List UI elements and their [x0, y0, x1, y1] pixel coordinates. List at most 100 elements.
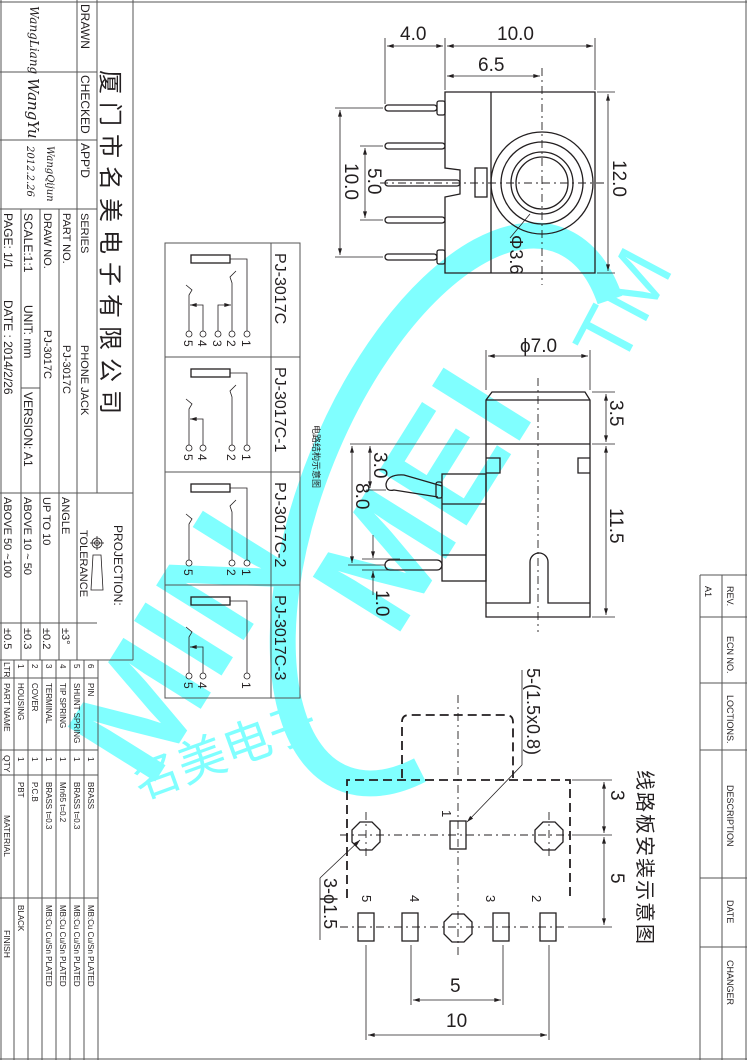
- approved-signature: WangQijun: [44, 146, 55, 202]
- pin-terminal: [185, 559, 193, 567]
- parts-cell-ltr: 2: [30, 664, 39, 669]
- series-value: PHONE JACK: [78, 345, 90, 416]
- dim-bore: Φ3.6: [506, 235, 526, 274]
- projection-symbol-icon: [90, 536, 104, 591]
- top-view-drawing: 4.0 10.0 6.5 10.0 5.0 12.0 Φ3.6: [335, 24, 629, 285]
- ring-spring-trace: [185, 626, 193, 673]
- series-label: SERIES: [78, 213, 90, 253]
- description-header: DESCRIPTION: [725, 785, 735, 847]
- pin-number: 1: [239, 682, 253, 689]
- pin-terminal: [199, 672, 207, 680]
- pin-terminal: [185, 444, 193, 452]
- pin-terminal: [228, 444, 236, 452]
- pin-terminal: [199, 330, 207, 338]
- tolerance-value: ±0.3: [21, 628, 33, 649]
- parts-cell-finish: MB:Cu Cu/Sn PLATED: [86, 905, 95, 987]
- dim-row-gap: 5: [606, 873, 627, 884]
- dim-pin-length: 4.0: [400, 24, 426, 45]
- tolerance-value: ±0.5: [1, 628, 13, 649]
- circuit-model-label: PJ-3017C-1: [271, 367, 288, 452]
- parts-table-header: LTR PART NAME QTY MATERIAL FINISH: [2, 662, 12, 958]
- tolerance-range: ABOVE 10 ~ 50: [21, 497, 33, 575]
- parts-cell-finish: MB:Cu Cu/Sn PLATED: [72, 905, 81, 987]
- approved-date: 2012.2.26: [24, 145, 35, 198]
- pin-1-trace: [230, 600, 248, 673]
- pin-1-trace: [230, 372, 248, 445]
- parts-cell-ltr: 1: [16, 664, 25, 669]
- pin-number: 2: [224, 340, 238, 347]
- rev-header: REV.: [725, 586, 735, 606]
- watermark-arc: [269, 222, 623, 797]
- pin-number: 2: [224, 569, 238, 576]
- pin-terminal: [199, 444, 207, 452]
- draw-no-label: DRAW NO.: [41, 213, 53, 269]
- pin-number: 4: [195, 682, 209, 689]
- drawn-signature: WangLiang: [27, 6, 41, 75]
- parts-cell-name: HOUSING: [16, 683, 25, 720]
- dim-body-width: 10.0: [497, 24, 534, 45]
- sleeve-contact: [190, 254, 231, 264]
- circuit-caption: 电路结构示意图: [310, 425, 322, 488]
- sleeve-contact: [190, 368, 231, 378]
- dim-pin-offset: 3.0: [369, 452, 390, 478]
- scale-text: SCALE:1:1: [21, 213, 35, 273]
- dim-pin-span: 10.0: [340, 163, 361, 200]
- circuit-model-label: PJ-3017C-3: [271, 595, 288, 680]
- parts-cell-material: BRASS t=0.3: [72, 782, 81, 830]
- pin-4-switch: [190, 417, 204, 445]
- pin-terminal: [243, 330, 251, 338]
- parts-cell-qty: 1: [72, 757, 81, 762]
- pin-number: 5: [181, 340, 195, 347]
- pin-terminal: [185, 330, 193, 338]
- page-text: PAGE: 1/1: [1, 213, 15, 269]
- pcb-caption: 线路板安装示意图: [633, 770, 657, 946]
- pin-number: 1: [239, 340, 253, 347]
- parts-cell-name: TIP SPRING: [58, 683, 67, 728]
- tolerance-range: ANGLE: [59, 497, 71, 534]
- side-view-drawing: ϕ7.0 3.5 11.5 8.0 3.0 1.0: [348, 336, 626, 632]
- tolerance-range: ABOVE 50 ~100: [1, 497, 13, 578]
- pin-terminal: [243, 559, 251, 567]
- pin-number: 1: [239, 569, 253, 576]
- mount-hole: [351, 821, 381, 851]
- revision-table: REV. ECN NO. LOCTIONS. DESCRIPTION DATE …: [699, 574, 747, 1060]
- dim-center-offset: 6.5: [478, 55, 504, 76]
- slot-note: 5-(1.5x0.8): [523, 668, 543, 755]
- date-header: DATE: [725, 900, 735, 923]
- pin-number: 5: [181, 454, 195, 461]
- drawn-label: DRAWN: [78, 4, 92, 49]
- pad-label: 3: [483, 895, 498, 902]
- parts-cell-material: PBT: [16, 782, 25, 798]
- watermark-mei: MEI: [280, 342, 564, 657]
- ring-spring-trace: [185, 513, 193, 560]
- tip-spring-trace: [229, 499, 237, 560]
- part-no-value: PJ-3017C: [60, 345, 72, 394]
- dim-nose: 3.5: [605, 400, 626, 426]
- ecn-header: ECN NO.: [725, 636, 735, 674]
- pin-number: 4: [195, 454, 209, 461]
- parts-cell-finish: BLACK: [16, 905, 25, 932]
- parts-cell-ltr: 3: [44, 664, 53, 669]
- parts-cell-name: PIN: [86, 683, 95, 697]
- pin-terminal: [243, 444, 251, 452]
- circuit-diagrams: PJ-3017C12345PJ-3017C-11245PJ-3017C-2125…: [164, 242, 322, 699]
- header-ltr: LTR: [2, 662, 12, 677]
- pin-1-trace: [230, 487, 248, 560]
- parts-cell-material: P.C.B: [30, 782, 39, 802]
- circuit-model-label: PJ-3017C-2: [271, 482, 288, 567]
- date-text: DATE : 2014/2/26: [1, 300, 15, 395]
- version-text: VERSION: A1: [21, 392, 35, 467]
- unit-text: UNIT: mm: [21, 305, 35, 358]
- ring-spring-trace: [185, 398, 193, 445]
- parts-cell-ltr: 4: [58, 664, 67, 669]
- checked-label: CHECKED: [78, 75, 92, 134]
- pin-terminal: [228, 330, 236, 338]
